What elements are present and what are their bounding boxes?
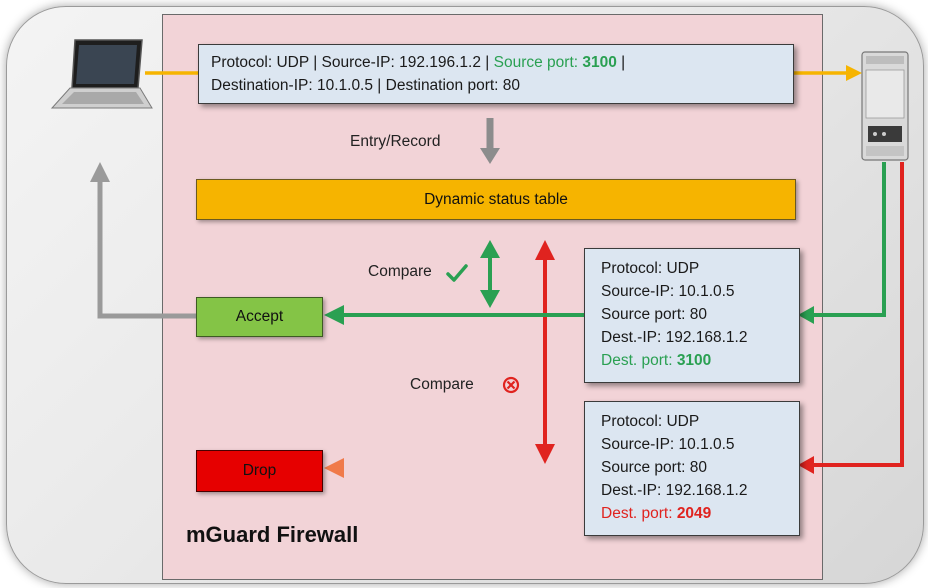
dynamic-status-table: Dynamic status table: [196, 179, 796, 220]
request-source-port-value: 3100: [582, 54, 617, 71]
response-ok-dest-port-label: Dest. port:: [601, 352, 677, 369]
laptop-icon: [50, 39, 153, 109]
response-ok-source-ip: Source-IP: 10.1.0.5: [601, 283, 735, 300]
firewall-label: mGuard Firewall: [186, 522, 359, 547]
response-ok-dest-port-value: 3100: [676, 352, 712, 369]
response-fail-dest-ip: Dest.-IP: 192.168.1.2: [601, 482, 748, 499]
check-icon: [446, 264, 468, 282]
cross-circle-icon: [502, 376, 520, 394]
response-ok-protocol: Protocol: UDP: [601, 260, 700, 277]
response-ok-dest-ip: Dest.-IP: 192.168.1.2: [601, 329, 748, 346]
request-line-2: Destination-IP: 10.1.0.5 | Destination p…: [211, 77, 521, 94]
compare-ok-label: Compare: [368, 263, 432, 280]
response-ok-packet-box: Protocol: UDP Source-IP: 10.1.0.5 Source…: [584, 248, 800, 383]
response-fail-source-ip: Source-IP: 10.1.0.5: [601, 436, 735, 453]
response-fail-dest-port: Dest. port: 2049: [601, 502, 799, 525]
response-fail-packet-box: Protocol: UDP Source-IP: 10.1.0.5 Source…: [584, 401, 800, 536]
server-icon: [861, 51, 909, 161]
accept-box: Accept: [196, 297, 323, 337]
request-source-port-label: Source port:: [493, 54, 583, 71]
drop-box: Drop: [196, 450, 323, 492]
response-ok-dest-port: Dest. port: 3100: [601, 349, 799, 372]
entry-record-label: Entry/Record: [350, 133, 441, 150]
request-line-1: Protocol: UDP | Source-IP: 192.196.1.2 |…: [211, 51, 793, 74]
response-ok-source-port: Source port: 80: [601, 306, 707, 323]
request-packet-box: Protocol: UDP | Source-IP: 192.196.1.2 |…: [198, 44, 794, 104]
request-separator: |: [616, 54, 626, 71]
request-protocol-ip-text: Protocol: UDP | Source-IP: 192.196.1.2 |: [211, 54, 494, 71]
compare-fail-label: Compare: [410, 376, 474, 393]
response-fail-dest-port-value: 2049: [676, 505, 712, 522]
response-fail-protocol: Protocol: UDP: [601, 413, 700, 430]
response-fail-source-port: Source port: 80: [601, 459, 707, 476]
response-fail-dest-port-label: Dest. port:: [601, 505, 677, 522]
